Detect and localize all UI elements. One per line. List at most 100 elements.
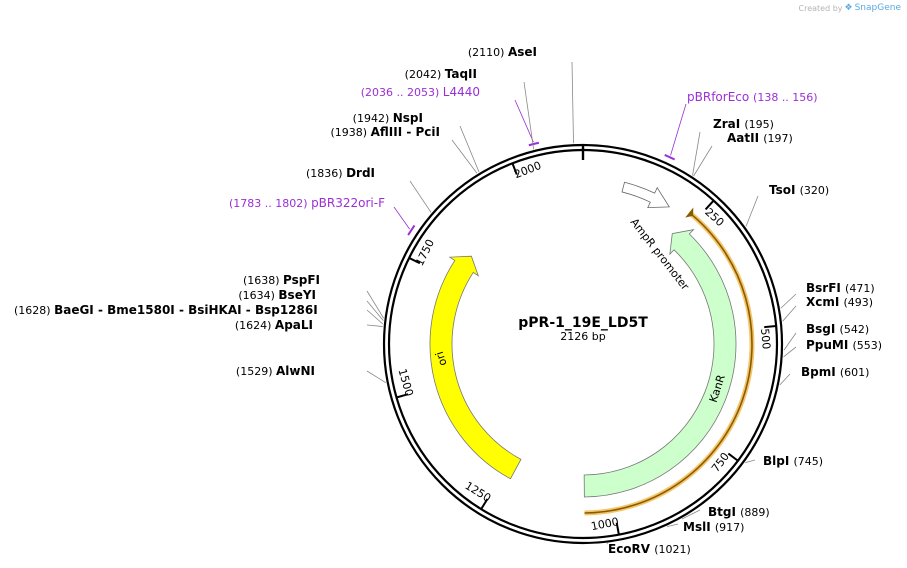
site-leader-PspFI (366, 290, 384, 319)
primer-label-L4440: (2036 .. 2053) L4440 (361, 85, 480, 99)
site-name: BsgI (806, 322, 840, 336)
site-name: BlpI (763, 454, 794, 468)
site-extra-names: - PciI (402, 125, 440, 139)
site-position: (553) (853, 339, 883, 352)
plasmid-name: pPR-1_19E_LD5T (518, 315, 648, 331)
site-leader-DrdI (409, 180, 432, 213)
site-leader-AlwNI (366, 370, 386, 384)
tick-mark-1750 (408, 257, 421, 265)
created-by-text: Created by (798, 3, 843, 13)
primer-label-pBRforEco: pBRforEco (138 .. 156) (687, 90, 818, 104)
primer-range: (2036 .. 2053) (361, 86, 443, 99)
primers-layer: (2036 .. 2053) L4440 pBRforEco (138 .. 15… (229, 85, 818, 236)
site-leader-PpuMI (783, 346, 797, 358)
site-label-AlwNI: (1529) AlwNI (236, 364, 315, 378)
site-leader-BlpI (745, 459, 756, 463)
site-position: (2042) (405, 68, 445, 81)
site-name: TaqII (445, 67, 477, 81)
tick-mark-1500 (396, 393, 409, 399)
site-position: (889) (740, 506, 770, 519)
site-position: (320) (800, 184, 830, 197)
site-leader-BsgI (783, 332, 797, 351)
site-position: (601) (840, 366, 870, 379)
site-name: NspI (393, 111, 423, 125)
tick-mark-1250 (480, 498, 489, 510)
primer-name: pBRforEco (687, 90, 753, 104)
site-position: (1836) (306, 167, 346, 180)
site-leader-AseI (571, 61, 574, 144)
site-label-AatII: AatII (197) (727, 131, 793, 145)
primer-mark-L4440 (528, 141, 540, 147)
site-name: AseI (508, 45, 537, 59)
site-label-XcmI: XcmI (493) (806, 295, 873, 309)
site-leader-ApaLI (366, 324, 383, 327)
site-name: AatII (727, 131, 763, 145)
site-name: XcmI (806, 295, 844, 309)
site-leader-TaqII (523, 81, 535, 150)
site-leader-AflIII (451, 139, 478, 174)
site-position: (195) (744, 118, 774, 131)
site-label-BseYI: (1634) BseYI (238, 288, 316, 302)
feature-ampr-promoter (621, 181, 670, 209)
site-leader-BsrFI (780, 293, 797, 309)
feature-kanr-strand-head (685, 207, 694, 218)
tick-mark-500 (764, 324, 777, 329)
tick-label-1750: 1750 (413, 237, 437, 268)
site-position: (745) (794, 455, 824, 468)
primer-name: L4440 (443, 85, 480, 99)
primer-mark-pBRforEco (664, 153, 676, 161)
snapgene-credit: Created by ❖ SnapGene (799, 3, 902, 13)
site-leader-EcoRV (606, 543, 609, 545)
backbone-circle (382, 143, 784, 545)
site-leader-BtgI (681, 509, 701, 520)
center-label: pPR-1_19E_LD5T 2126 bp (518, 315, 648, 343)
site-leader-ZraI (692, 131, 701, 176)
site-label-BsrFI: BsrFI (471) (806, 281, 875, 295)
site-position: (1942) (353, 112, 393, 125)
site-position: (542) (840, 323, 870, 336)
site-position: (1634) (238, 289, 278, 302)
site-label-ApaLI: (1624) ApaLI (235, 318, 313, 332)
site-name: AflIII (371, 125, 403, 139)
site-position: (2110) (468, 46, 508, 59)
site-label-EcoRV: EcoRV (1021) (608, 542, 691, 556)
primer-label-pBR322ori-F: (1783 .. 1802) pBR322ori-F (229, 196, 385, 210)
tick-label-1000: 1000 (590, 515, 620, 533)
site-name: AlwNI (276, 364, 315, 378)
site-label-BsgI: BsgI (542) (806, 322, 869, 336)
primer-range: (138 .. 156) (753, 91, 818, 104)
site-name: MslI (683, 520, 715, 534)
site-label-NspI: (1942) NspI (353, 111, 423, 125)
primer-mark-pBR322ori-F (407, 224, 416, 236)
site-name: TsoI (769, 183, 800, 197)
site-label-BlpI: BlpI (745) (763, 454, 823, 468)
site-position: (1638) (243, 274, 283, 287)
primer-range: (1783 .. 1802) (229, 197, 311, 210)
site-position: (493) (844, 296, 874, 309)
site-label-TaqII: (2042) TaqII (405, 67, 477, 81)
site-position: (197) (763, 132, 793, 145)
site-name: BpmI (801, 365, 840, 379)
site-name: BseYI (278, 288, 316, 302)
site-position: (1021) (654, 543, 691, 556)
tick-mark-750 (727, 452, 739, 462)
site-name: DrdI (346, 166, 375, 180)
site-label-AseI: (2110) AseI (468, 45, 537, 59)
site-label-BaeGI: (1628) BaeGI - Bme1580I - BsiHKAI - Bsp1… (14, 303, 318, 317)
site-leader-NspI (459, 125, 480, 173)
backbone-outer-ring (382, 143, 784, 545)
site-label-BpmI: BpmI (601) (801, 365, 869, 379)
tick-mark-2000 (511, 162, 518, 175)
site-name: BaeGI (54, 303, 94, 317)
feature-label-ori: ori (433, 350, 450, 368)
site-label-DrdI: (1836) DrdI (306, 166, 375, 180)
primer-leader-L4440 (514, 99, 534, 143)
site-label-AflIII: (1938) AflIII - PciI (331, 125, 440, 139)
site-position: (1938) (331, 126, 371, 139)
site-label-MslI: MslI (917) (683, 520, 744, 534)
site-position: (471) (845, 282, 875, 295)
tick-mark-250 (704, 199, 715, 211)
site-label-ZraI: ZraI (195) (713, 117, 774, 131)
